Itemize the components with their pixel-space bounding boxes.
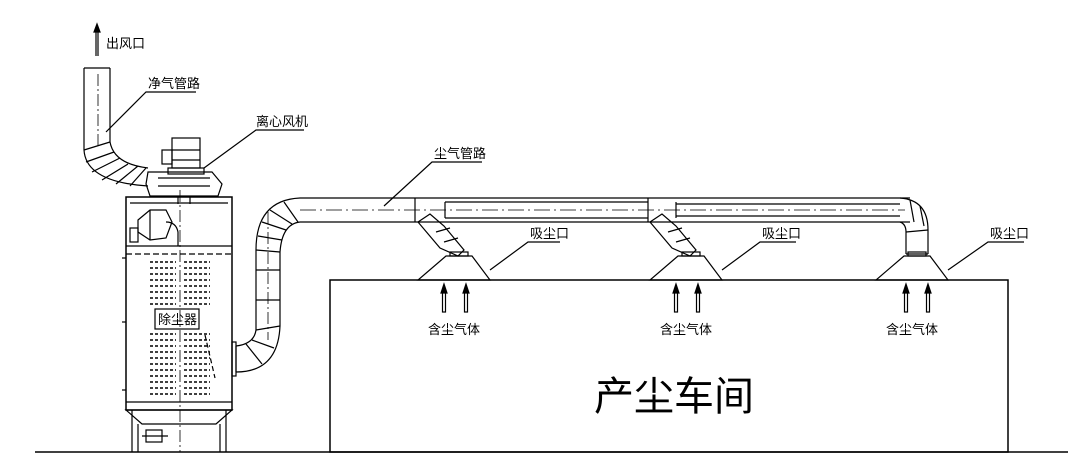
up-arrow-shaft (903, 291, 909, 313)
dust-collector (122, 190, 234, 452)
up-arrow-shaft (925, 291, 931, 313)
branch-1 (417, 213, 465, 257)
label-suction-port-3: 吸尘口 (990, 227, 1029, 242)
leader-clean-duct (105, 91, 196, 133)
up-arrow-head (462, 282, 470, 294)
label-dusty-gas-1: 含尘气体 (428, 322, 480, 338)
label-dusty-gas-3: 含尘气体 (886, 322, 938, 338)
workshop-box (329, 279, 1009, 453)
label-suction-port-1: 吸尘口 (530, 227, 569, 242)
label-suction-port-2: 吸尘口 (762, 227, 801, 242)
dust-gas-duct (231, 197, 929, 377)
suction-hood-2 (648, 251, 724, 281)
outlet-arrow (93, 22, 101, 56)
label-workshop: 产尘车间 (594, 374, 754, 420)
clean-gas-duct (83, 67, 149, 187)
branch-2 (649, 213, 697, 257)
up-arrow-head (440, 282, 448, 294)
label-centrifugal-fan: 离心风机 (256, 114, 308, 130)
label-dust-duct: 尘气管路 (434, 146, 486, 162)
label-outlet: 出风口 (106, 37, 145, 52)
up-arrow-shaft (695, 291, 701, 313)
up-arrow-head (902, 282, 910, 294)
up-arrow-head (672, 282, 680, 294)
label-clean-duct: 净气管路 (148, 76, 200, 92)
leader-suction-1 (489, 241, 560, 271)
centrifugal-fan (145, 137, 223, 204)
leader-fan (203, 129, 304, 169)
label-dust-collector: 除尘器 (158, 313, 197, 328)
up-arrow-shaft (463, 291, 469, 313)
up-arrow-shaft (673, 291, 679, 313)
suction-hood-1 (416, 251, 492, 281)
dust-collector-label-box (154, 308, 200, 330)
label-dusty-gas-2: 含尘气体 (660, 322, 712, 338)
suction-hood-3 (874, 251, 950, 281)
leader-suction-3 (947, 241, 1024, 271)
up-arrow-head (694, 282, 702, 294)
up-arrow-head (924, 282, 932, 294)
leader-suction-2 (721, 241, 796, 271)
up-arrow-shaft (441, 291, 447, 313)
leader-dust-duct (383, 161, 482, 207)
dusty-gas-arrows (440, 282, 932, 313)
